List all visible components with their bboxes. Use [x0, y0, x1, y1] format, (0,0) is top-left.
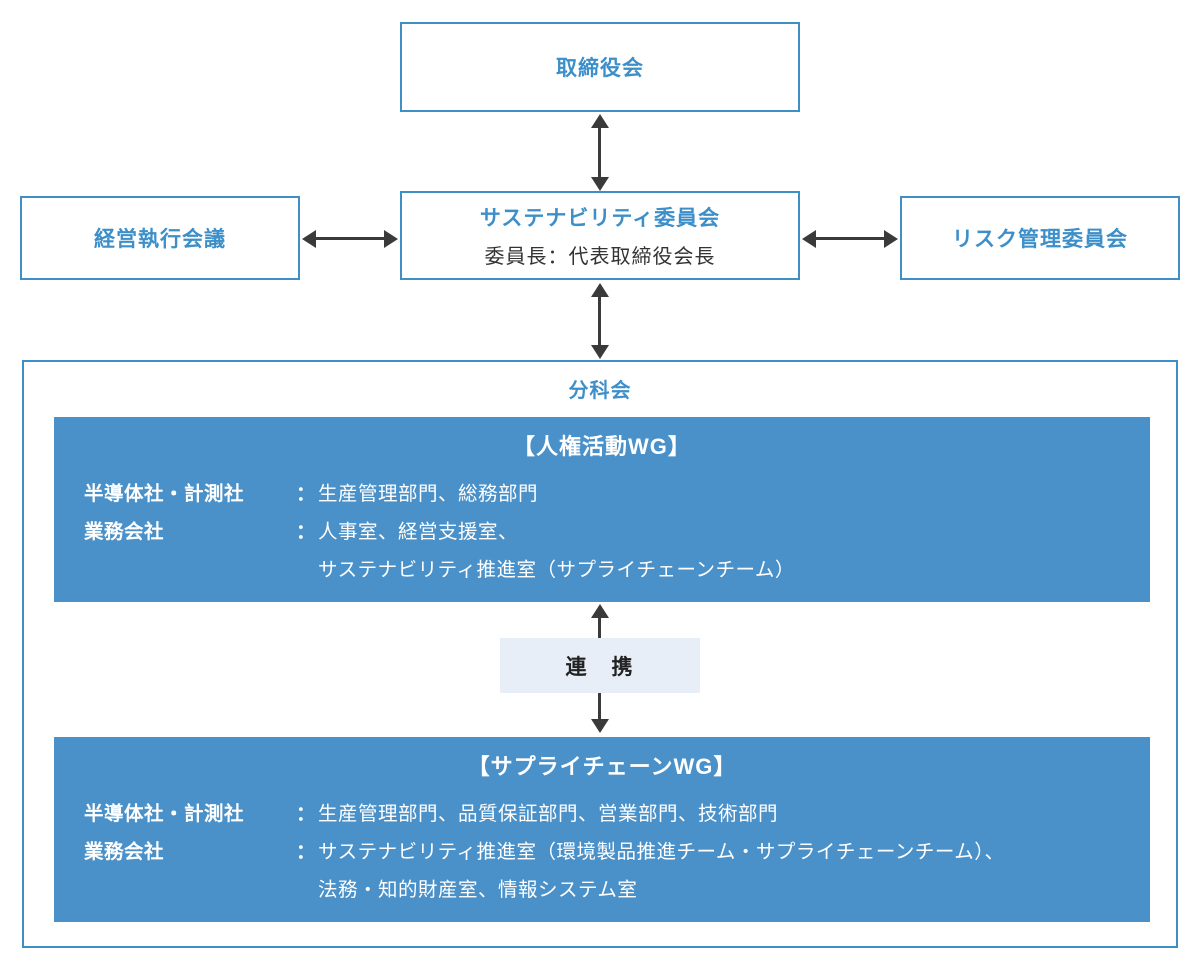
wg-row-value: サステナビリティ推進室（環境製品推進チーム・サプライチェーンチーム）、 — [318, 841, 1005, 864]
arrow-renkei-to-supply-chain-wg — [598, 693, 601, 720]
wg-row-colon: ： — [296, 521, 317, 544]
wg-row-value: 生産管理部門、品質保証部門、営業部門、技術部門 — [318, 803, 779, 825]
wg-row-colon: ： — [296, 483, 317, 505]
wg-row-colon: ： — [296, 841, 317, 864]
double-arrow-committee-risk — [815, 237, 885, 240]
wg-row: 半導体社・計測社 ： 生産管理部門、品質保証部門、営業部門、技術部門 — [84, 795, 1120, 833]
human-rights-wg-box: 【人権活動WG】 半導体社・計測社 ： 生産管理部門、総務部門 業務会社 ： 人… — [54, 417, 1150, 602]
wg-row-label: 半導体社・計測社 — [84, 483, 245, 505]
double-arrow-board-committee — [598, 127, 601, 178]
risk-management-committee-label: リスク管理委員会 — [952, 228, 1128, 251]
wg-row-value: 人事室、経営支援室、 — [318, 521, 519, 544]
wg-row-value: 法務・知的財産室、情報システム室 — [318, 879, 638, 902]
wg-row-colon — [296, 551, 318, 589]
subcommittee-title: 分科会 — [568, 380, 632, 402]
wg-row: 業務会社 ： 人事室、経営支援室、 — [84, 513, 1120, 551]
wg-row-colon: ： — [296, 803, 317, 825]
sustainability-committee-title: サステナビリティ委員会 — [479, 207, 721, 230]
wg-row-label: 業務会社 — [84, 841, 165, 864]
wg-row: 法務・知的財産室、情報システム室 — [84, 871, 1120, 909]
human-rights-wg-title: 【人権活動WG】 — [513, 434, 691, 459]
renkei-cooperation-box: 連 携 — [500, 638, 700, 693]
wg-row-label — [84, 871, 296, 909]
wg-row-label: 業務会社 — [84, 521, 165, 544]
supply-chain-wg-box: 【サプライチェーンWG】 半導体社・計測社 ： 生産管理部門、品質保証部門、営業… — [54, 737, 1150, 922]
wg-row-colon — [296, 871, 318, 909]
risk-management-committee-box: リスク管理委員会 — [900, 196, 1180, 280]
wg-row-value: 生産管理部門、総務部門 — [318, 483, 539, 505]
arrow-renkei-to-human-rights-wg — [598, 617, 601, 638]
wg-row: 業務会社 ： サステナビリティ推進室（環境製品推進チーム・サプライチェーンチーム… — [84, 833, 1120, 871]
wg-row: 半導体社・計測社 ： 生産管理部門、総務部門 — [84, 475, 1120, 513]
renkei-label: 連 携 — [565, 655, 635, 679]
management-executive-meeting-label: 経営執行会議 — [94, 228, 226, 251]
board-of-directors-box: 取締役会 — [400, 22, 800, 112]
double-arrow-committee-subcommittee — [598, 296, 601, 346]
double-arrow-management-committee — [315, 237, 385, 240]
wg-row-label: 半導体社・計測社 — [84, 803, 245, 825]
wg-row-value: サステナビリティ推進室（サプライチェーンチーム） — [318, 559, 795, 582]
subcommittee-container: 分科会 【人権活動WG】 半導体社・計測社 ： 生産管理部門、総務部門 業務会社… — [22, 360, 1178, 948]
management-executive-meeting-box: 経営執行会議 — [20, 196, 300, 280]
board-of-directors-label: 取締役会 — [556, 57, 644, 80]
sustainability-committee-chair: 委員長：代表取締役会長 — [484, 246, 716, 268]
supply-chain-wg-title: 【サプライチェーンWG】 — [467, 754, 737, 779]
sustainability-committee-box: サステナビリティ委員会 委員長：代表取締役会長 — [400, 191, 800, 280]
wg-row: サステナビリティ推進室（サプライチェーンチーム） — [84, 551, 1120, 589]
wg-row-label — [84, 551, 296, 589]
